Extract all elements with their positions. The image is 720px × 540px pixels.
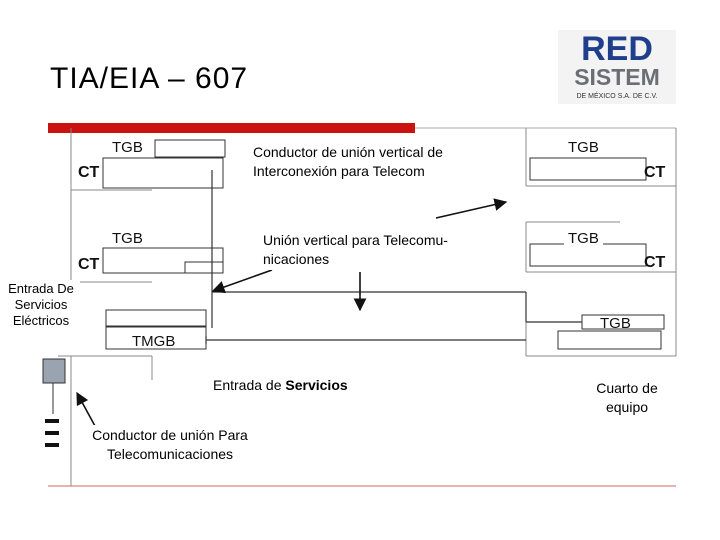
arrow-to-panel — [76, 391, 96, 427]
tmgb-label: TMGB — [132, 333, 176, 350]
ct-label-lower-right: CT — [644, 254, 666, 271]
entrada-electricos-label: Entrada De Servicios Eléctricos — [2, 280, 80, 330]
tgb-tab-lower-left — [184, 261, 224, 274]
accent-bar — [48, 123, 415, 133]
arrow-to-left-backbone — [211, 269, 273, 294]
tmgb-tab — [105, 309, 207, 327]
entrada-servicios-label: Entrada de Servicios — [210, 375, 391, 396]
conductor-union-label: Conductor de unión Para Telecomunicacion… — [86, 425, 254, 465]
tgb-box-ground-right — [557, 330, 662, 350]
logo-line3: DE MÉXICO S.A. DE C.V. — [576, 91, 657, 100]
ct-label-upper-left: CT — [78, 164, 100, 181]
arrow-to-upper-right — [435, 198, 508, 219]
slide-title: TIA/EIA – 607 — [50, 62, 249, 95]
redsistem-logo: RED SISTEM DE MÉXICO S.A. DE C.V. — [558, 30, 676, 104]
tgb-label-upper-right: TGB — [564, 139, 603, 157]
ground-rod-3 — [45, 443, 59, 447]
ground-rod-2 — [45, 431, 59, 435]
tgb-box-upper-right — [529, 157, 647, 181]
tgb-label-upper-left: TGB — [112, 139, 143, 156]
tgb-box-upper-left — [102, 157, 224, 189]
cuarto-equipo-label: Cuarto de equipo — [578, 378, 676, 418]
tgb-label-lower-right: TGB — [564, 230, 603, 248]
logo-line2: SISTEM — [574, 64, 660, 90]
ct-label-upper-right: CT — [644, 164, 666, 181]
conductor-vertical-label: Conductor de unión vertical de Intercone… — [250, 142, 506, 182]
entrada-servicios-prefix: Entrada de — [213, 377, 286, 393]
logo-graphic: RED SISTEM DE MÉXICO S.A. DE C.V. — [574, 30, 660, 100]
logo-line1: RED — [581, 30, 653, 68]
ground-rod-1 — [45, 419, 59, 423]
tgb-tab-upper-left — [154, 139, 226, 158]
entrada-servicios-bold: Servicios — [285, 377, 348, 393]
electrical-panel — [42, 358, 66, 384]
tgb-label-lower-left: TGB — [112, 230, 143, 247]
tgb-label-ground-right: TGB — [600, 315, 631, 332]
union-vertical-label: Unión vertical para Telecomu-nicaciones — [260, 230, 502, 270]
ct-label-lower-left: CT — [78, 256, 100, 273]
